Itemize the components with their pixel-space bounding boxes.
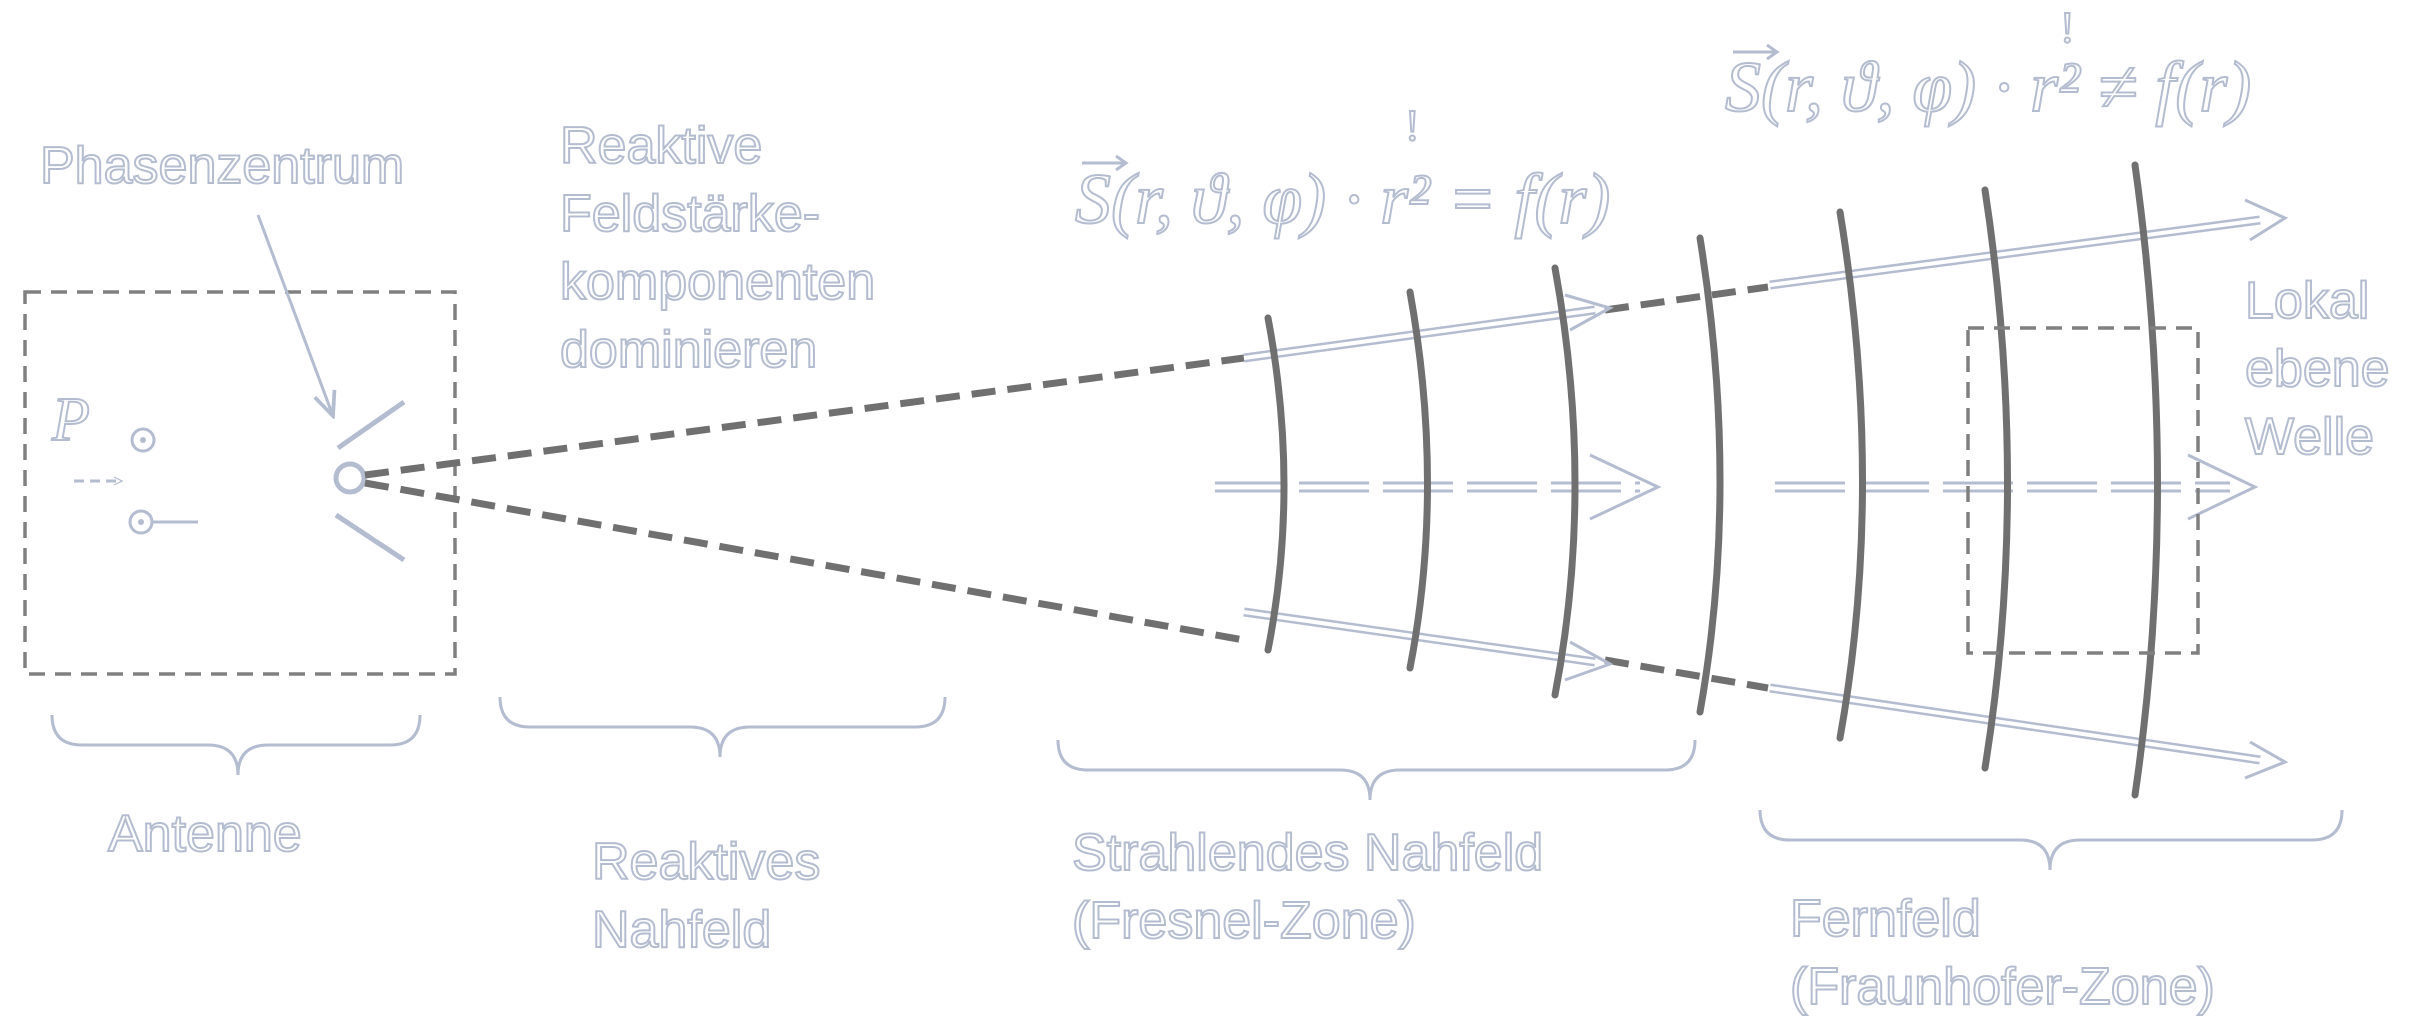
far-field-equation: S(r, ϑ, φ) · r² ≠ f(r) — [1724, 46, 2252, 128]
local-plane-wave-line-3: Welle — [2244, 408, 2375, 466]
reactive-components-line-3: komponenten — [559, 253, 876, 311]
local-plane-wave-box — [1966, 326, 2200, 655]
near-field-equation: S(r, ϑ, φ) · r² = f(r) — [1074, 158, 1611, 240]
reactive-components-line-2: Feldstärke- — [559, 185, 821, 243]
far-field-line-1: Fernfeld — [1789, 890, 1982, 948]
wavefronts — [1264, 161, 2161, 799]
radiating-near-field-line-2: (Fresnel-Zone) — [1071, 892, 1417, 950]
equation-vectors — [1082, 43, 1780, 172]
far-field-exclamation: ! — [2059, 2, 2076, 53]
local-plane-wave-line-2: ebene — [2244, 340, 2391, 398]
antenna-box — [23, 290, 457, 676]
near-field-exclamation: ! — [1404, 100, 1421, 151]
beam-boundaries — [364, 283, 1769, 692]
center-arrows — [1215, 453, 2259, 521]
dipole-antenna — [333, 399, 406, 563]
reactive-near-field-line-1: Reaktives — [591, 833, 821, 891]
region-braces — [50, 696, 2344, 871]
ray-arrowheads — [1564, 198, 2289, 780]
radiating-near-field-line-1: Strahlendes Nahfeld — [1071, 824, 1544, 882]
feed-terminals — [128, 427, 198, 535]
power-symbol: P — [51, 385, 91, 455]
reactive-components-line-4: dominieren — [559, 321, 818, 379]
reactive-components-line-1: Reaktive — [559, 117, 763, 175]
reactive-near-field-line-2: Nahfeld — [591, 901, 772, 959]
far-field-line-2: (Fraunhofer-Zone) — [1789, 958, 2216, 1016]
phase-center-label: Phasenzentrum — [39, 137, 405, 195]
local-plane-wave-line-1: Lokal — [2244, 272, 2370, 330]
phase-center-pointer — [256, 214, 333, 416]
antenna-label: Antenne — [107, 805, 303, 863]
